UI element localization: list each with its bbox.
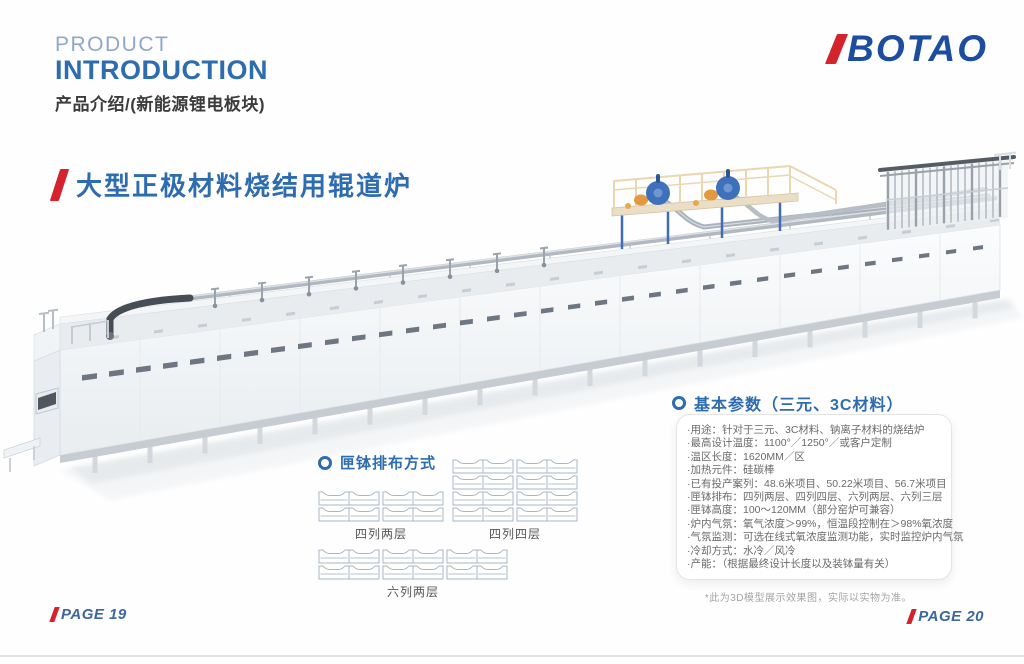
saggar-diagram-six-col-two-layer: 六列两层 <box>318 546 508 600</box>
saggar-diagram-label: 四列两层 <box>354 527 407 541</box>
page-number-right-label: PAGE 20 <box>918 608 984 625</box>
param-item: ·匣钵排布：四列两层、四列四层、六列两层、六列三层 <box>687 491 943 504</box>
brand-introduction-label: INTRODUCTION <box>55 55 268 86</box>
saggar-grid-icon <box>318 549 508 580</box>
bullet-ring-icon <box>672 396 686 410</box>
page-number-left: PAGE 19 <box>49 606 127 623</box>
saggar-section-header: 匣钵排布方式 <box>318 452 436 473</box>
bullet-ring-icon <box>318 455 332 470</box>
param-item: ·最高设计温度：1100°／1250°／或客户定制 <box>687 437 892 450</box>
param-item: ·温区长度：1620MM／区 <box>687 450 805 463</box>
param-item: ·匣钵高度：100～120MM（部分窑炉可兼容） <box>687 504 901 517</box>
brand-block: PRODUCT INTRODUCTION 产品介绍/(新能源锂电板块) <box>55 33 268 115</box>
params-list: ·用途：针对于三元、3C材料、钠离子材料的烧结炉·最高设计温度：1100°／12… <box>687 424 964 571</box>
param-item: ·冷却方式：水冷／风冷 <box>687 544 796 557</box>
brand-subtitle: 产品介绍/(新能源锂电板块) <box>55 94 266 114</box>
page-number-right: PAGE 20 <box>906 608 984 625</box>
botao-logo: BOTAO <box>825 28 988 69</box>
param-item: ·加热元件：硅碳棒 <box>687 464 775 477</box>
param-item: ·已有投产案列：48.6米项目、50.22米项目、56.7米项目 <box>687 477 947 490</box>
params-section-header: 基本参数（三元、3C材料） <box>672 391 903 415</box>
params-section-heading: 基本参数（三元、3C材料） <box>694 397 904 414</box>
params-box: ·用途：针对于三元、3C材料、钠离子材料的烧结炉·最高设计温度：1100°／12… <box>676 414 964 580</box>
param-item: ·用途：针对于三元、3C材料、钠离子材料的烧结炉 <box>687 424 925 436</box>
saggar-diagram-label: 六列两层 <box>386 585 439 599</box>
page-title-row: 大型正极材料烧结用辊道炉 <box>49 166 413 203</box>
saggar-diagram-four-col-four-layer: 四列四层 <box>452 456 578 542</box>
bottom-divider <box>0 655 1024 657</box>
saggar-grid-icon <box>452 459 578 522</box>
brand-product-label: PRODUCT <box>55 33 170 56</box>
param-item: ·气氛监测：可选在线式氧浓度监测功能，实时监控炉内气氛 <box>687 531 964 544</box>
saggar-diagram-label: 四列四层 <box>488 527 541 541</box>
disclaimer-footnote: *此为3D模型展示效果图，实际以实物为准。 <box>704 593 912 604</box>
logo-text: BOTAO <box>847 28 988 69</box>
param-item: ·炉内气氛：氧气浓度＞99%，恒温段控制在＞98%氧浓度 <box>687 517 954 530</box>
saggar-grid-icon <box>318 491 444 522</box>
page-title: 大型正极材料烧结用辊道炉 <box>76 171 413 201</box>
saggar-diagram-four-col-two-layer: 四列两层 <box>318 488 444 542</box>
page-number-left-label: PAGE 19 <box>61 606 127 623</box>
saggar-section-heading: 匣钵排布方式 <box>340 455 437 472</box>
param-item: ·产能：（根据最终设计长度以及装钵量有关） <box>687 558 896 571</box>
